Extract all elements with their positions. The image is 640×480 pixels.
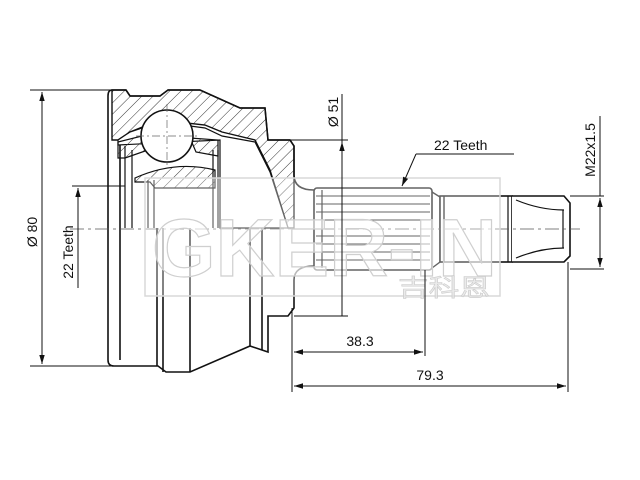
inner-race-lines [124,146,219,228]
dim-total-length [294,262,569,392]
watermark-box [144,177,501,297]
dim-thread [570,116,604,270]
dim-total-length-label: 79.3 [416,367,443,383]
dim-inner-spline-label: 22 Teeth [60,225,76,278]
dim-outer-spline-label: 22 Teeth [434,137,487,153]
dim-inner-spline [72,185,125,288]
dim-outer-diameter [30,89,112,367]
dim-outer-diameter-label: Ø 80 [24,217,40,248]
cage-section-right [189,137,219,157]
dim-thread-label: M22x1.5 [582,123,598,177]
dim-outer-spline [401,153,514,187]
dim-spline-length [291,270,426,392]
dim-spline-length-label: 38.3 [346,333,373,349]
watermark-latin: GKER-IN [152,203,497,294]
dim-seal-diameter-label: Ø 51 [325,97,341,128]
dim-seal-diameter [270,94,348,317]
watermark-chinese: 吉科恩 [398,274,490,302]
